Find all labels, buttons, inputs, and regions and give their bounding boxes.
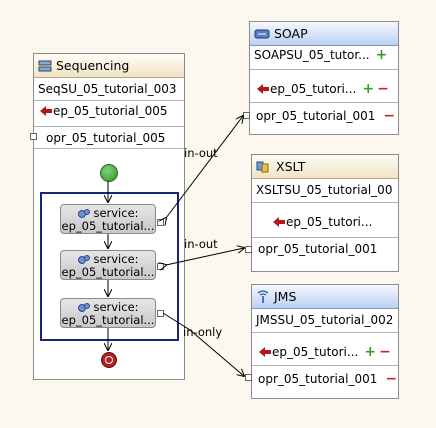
divider (250, 69, 398, 70)
jms-su-name[interactable]: JMSSU_05_tutorial_002 (256, 313, 394, 327)
soap-component-icon (254, 29, 270, 38)
soap-title: SOAP (274, 26, 308, 41)
jms-header[interactable]: JMS (252, 285, 398, 309)
link-xslt[interactable] (166, 248, 244, 265)
sequencing-icon (38, 60, 52, 71)
divider (252, 365, 398, 366)
xslt-operation-label: opr_05_tutorial_001 (258, 242, 378, 256)
link-label-jms: in-only (183, 325, 223, 339)
end-node (101, 352, 117, 368)
soap-su-name-label: SOAPSU_05_tutor... (254, 48, 370, 62)
soap-endpoint[interactable]: ep_05_tutori... + − (256, 81, 389, 97)
service-gear-icon (78, 254, 91, 264)
service-gear-icon (78, 208, 91, 218)
endpoint-arrow-icon (273, 217, 285, 227)
soap-header[interactable]: SOAP (250, 22, 398, 46)
remove-icon[interactable]: − (385, 371, 398, 387)
divider (252, 202, 398, 203)
add-icon[interactable]: + (362, 81, 375, 97)
service-step-1-endpoint: ep_05_tutorial... (61, 220, 155, 233)
divider (250, 102, 398, 103)
xslt-operation[interactable]: opr_05_tutorial_001 (258, 242, 377, 256)
xslt-header[interactable]: XSLT (252, 155, 398, 179)
jms-antenna-icon (257, 289, 269, 303)
jms-operation-port[interactable] (245, 374, 252, 381)
service-step-2-type: service: (93, 252, 139, 266)
jms-su[interactable]: JMS JMSSU_05_tutorial_002 ep_05_tutori..… (251, 284, 399, 399)
sequencing-operation-port[interactable] (30, 133, 37, 140)
sequencing-endpoint[interactable]: ep_05_tutorial_005 (39, 104, 168, 118)
service-step-1-type: service: (93, 206, 139, 220)
soap-endpoint-label: ep_05_tutori... (270, 82, 357, 96)
jms-operation-label: opr_05_tutorial_001 (258, 372, 378, 386)
remove-icon[interactable]: − (379, 344, 391, 360)
sequencing-operation[interactable]: opr_05_tutorial_005 (46, 131, 165, 145)
soap-su-name[interactable]: SOAPSU_05_tutor... + (254, 47, 387, 63)
endpoint-arrow-icon (259, 347, 271, 357)
divider (252, 332, 398, 333)
link-jms[interactable] (162, 312, 244, 376)
link-soap[interactable] (166, 116, 243, 218)
service-step-3-endpoint: ep_05_tutorial... (61, 314, 155, 327)
sequencing-endpoint-label: ep_05_tutorial_005 (53, 104, 168, 118)
sequencing-title: Sequencing (56, 58, 130, 73)
link-label-xslt: in-out (184, 237, 218, 251)
xslt-su[interactable]: XSLT XSLTSU_05_tutorial_00 ep_05_tutori.… (251, 154, 399, 272)
xslt-component-icon (256, 161, 269, 172)
jms-title: JMS (274, 289, 297, 304)
jms-endpoint-label: ep_05_tutori... (272, 345, 359, 359)
xslt-title: XSLT (276, 159, 306, 174)
xslt-su-name[interactable]: XSLTSU_05_tutorial_00 (256, 183, 393, 197)
jms-operation[interactable]: opr_05_tutorial_001 − (258, 371, 397, 387)
endpoint-arrow-icon (257, 84, 269, 94)
xslt-endpoint[interactable]: ep_05_tutori... (272, 215, 372, 229)
divider (34, 148, 184, 149)
add-icon[interactable]: + (375, 47, 388, 63)
xslt-endpoint-label: ep_05_tutori... (286, 215, 373, 229)
divider (34, 126, 184, 127)
sequencing-su-name[interactable]: SeqSU_05_tutorial_003 (34, 78, 184, 101)
start-node (100, 164, 118, 182)
soap-operation-label: opr_05_tutorial_001 (256, 109, 376, 123)
service-step-3-type: service: (93, 300, 139, 314)
service-gear-icon (78, 302, 91, 312)
divider (252, 237, 398, 238)
add-icon[interactable]: + (364, 344, 377, 360)
sequencing-header[interactable]: Sequencing (34, 54, 184, 78)
service-step-1[interactable]: service: ep_05_tutorial... (60, 204, 156, 234)
link-label-soap: in-out (184, 146, 218, 160)
endpoint-arrow-icon (40, 106, 52, 116)
soap-su[interactable]: SOAP SOAPSU_05_tutor... + ep_05_tutori..… (249, 21, 399, 135)
jms-endpoint[interactable]: ep_05_tutori... + − (258, 344, 391, 360)
sequencing-operation-label: opr_05_tutorial_005 (46, 131, 166, 145)
service-step-2-endpoint: ep_05_tutorial... (61, 266, 155, 279)
remove-icon[interactable]: − (383, 108, 396, 124)
soap-operation[interactable]: opr_05_tutorial_001 − (256, 108, 395, 124)
service-step-3[interactable]: service: ep_05_tutorial... (60, 298, 156, 328)
service-step-2[interactable]: service: ep_05_tutorial... (60, 250, 156, 280)
remove-icon[interactable]: − (377, 81, 389, 97)
